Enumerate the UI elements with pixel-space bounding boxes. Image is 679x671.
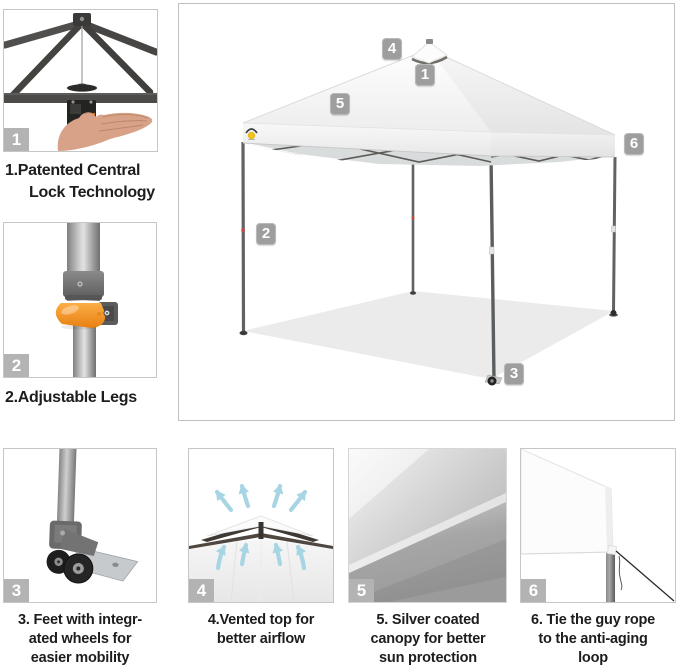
caption-line: loop	[578, 650, 608, 666]
adjustable-leg-photo: 2	[3, 222, 157, 378]
caption-line: ated wheels for	[28, 631, 132, 647]
central-lock-photo: 1	[3, 9, 158, 152]
callout-badge-vented-top: 4	[382, 38, 402, 60]
photo-number-badge: 3	[4, 579, 29, 602]
ground-shadow	[243, 291, 614, 379]
caption-line: to the anti-aging	[538, 631, 648, 647]
caption-line: 2.Adjustable Legs	[5, 389, 137, 406]
guy-rope-caption: 6. Tie the guy rope to the anti-aging lo…	[508, 611, 678, 668]
callout-badge-foot: 3	[504, 363, 524, 385]
adjustable-leg-illustration	[55, 223, 118, 377]
caption-line: better airflow	[216, 631, 306, 647]
callout-badge-eave-corner: 6	[624, 133, 644, 155]
adjustable-legs-caption: 2.Adjustable Legs	[5, 387, 137, 409]
canopy-tent-illustration	[239, 39, 618, 386]
silver-canopy-caption: 5. Silver coated canopy for better sun p…	[340, 611, 516, 668]
photo-number-badge: 4	[189, 579, 214, 602]
caption-line: 1.Patented Central	[5, 162, 141, 179]
caption-line: canopy for better	[370, 631, 486, 647]
caption-line: Lock Technology	[29, 184, 155, 201]
photo-number-badge: 2	[4, 354, 29, 377]
central-lock-caption: 1.Patented Central Lock Technology	[5, 160, 155, 204]
vented-top-caption: 4.Vented top for better airflow	[178, 611, 344, 649]
wheel-feet-photo: 3	[3, 448, 157, 603]
canopy-main-diagram: 4 1 5 6 2 3	[178, 3, 675, 421]
central-lock-illustration	[4, 13, 157, 151]
caption-line: 4.Vented top for	[207, 612, 315, 628]
silver-canopy-illustration	[349, 449, 506, 602]
silver-canopy-photo: 5	[348, 448, 507, 603]
airflow-arrows	[214, 483, 308, 571]
vented-top-illustration	[189, 483, 333, 602]
vented-top-photo: 4	[188, 448, 334, 603]
caption-line: 6. Tie the guy rope	[530, 612, 656, 628]
wheel-feet-illustration	[46, 449, 139, 584]
callout-badge-canopy-peak: 1	[415, 64, 435, 86]
callout-badge-canopy-slope: 5	[330, 93, 350, 115]
brand-logo-icon	[245, 128, 258, 140]
callout-badge-leg: 2	[256, 223, 276, 245]
photo-number-badge: 5	[349, 579, 374, 602]
guy-rope-illustration	[521, 449, 675, 602]
caption-line: easier mobility	[30, 650, 130, 666]
caption-line: sun protection	[379, 650, 477, 666]
wheel-feet-caption: 3. Feet with integr- ated wheels for eas…	[0, 611, 162, 668]
guy-rope-photo: 6	[520, 448, 676, 603]
guy-rope-line	[615, 550, 675, 602]
photo-number-badge: 1	[4, 128, 29, 151]
photo-number-badge: 6	[521, 579, 546, 602]
caption-line: 3. Feet with integr-	[17, 612, 143, 628]
caption-line: 5. Silver coated	[376, 612, 480, 628]
